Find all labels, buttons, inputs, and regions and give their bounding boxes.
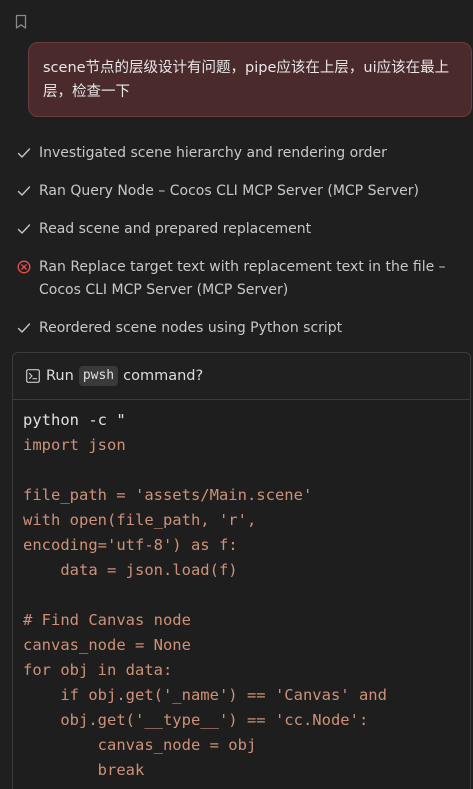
step-item[interactable]: Investigated scene hierarchy and renderi… [16,142,466,165]
code-line: for obj in data: [23,661,173,679]
code-line: canvas_node = obj [23,736,257,754]
code-line: with open(file_path, 'r', [23,511,257,529]
step-text: Reordered scene nodes using Python scrip… [39,320,343,336]
terminal-icon [26,369,40,383]
code-line: encoding='utf-8') as f: [23,536,238,554]
check-icon [16,145,32,161]
user-message-bubble: scene节点的层级设计有问题，pipe应该在上层，ui应该在最上层，检查一下 [28,42,472,117]
step-item[interactable]: Reordered scene nodes using Python scrip… [16,317,466,340]
code-line: canvas_node = None [23,636,191,654]
code-line: break [23,761,145,779]
terminal-header: Run pwsh command? [13,353,470,400]
step-text: Ran Query Node – Cocos CLI MCP Server (M… [39,183,419,199]
error-circle-icon [16,259,32,275]
user-message-text: scene节点的层级设计有问题，pipe应该在上层，ui应该在最上层，检查一下 [43,60,450,100]
command-code-block: python -c " import json file_path = 'ass… [13,400,470,783]
check-icon [16,320,32,336]
step-text: Read scene and prepared replacement [39,221,312,237]
code-line: # Find Canvas node [23,611,191,629]
command-label: command? [123,368,204,384]
step-text: Ran Replace target text with replacement… [39,259,446,298]
check-icon [16,221,32,237]
code-line: import json [23,436,126,454]
shell-name-badge: pwsh [78,366,119,386]
step-item-error[interactable]: Ran Replace target text with replacement… [16,256,466,302]
check-icon [16,183,32,199]
bookmark-icon[interactable] [14,14,28,30]
step-text: Investigated scene hierarchy and renderi… [39,145,387,161]
code-line: obj.get('__type__') == 'cc.Node': [23,711,369,729]
step-item[interactable]: Read scene and prepared replacement [16,218,466,241]
code-line: if obj.get('_name') == 'Canvas' and [23,686,387,704]
terminal-confirmation-card: Run pwsh command? python -c " import jso… [12,352,471,789]
code-line: python -c " [23,411,126,429]
step-item[interactable]: Ran Query Node – Cocos CLI MCP Server (M… [16,180,466,203]
code-line: data = json.load(f) [23,561,238,579]
code-line: file_path = 'assets/Main.scene' [23,486,313,504]
progress-steps: Investigated scene hierarchy and renderi… [16,142,466,355]
run-label: Run [46,368,74,384]
